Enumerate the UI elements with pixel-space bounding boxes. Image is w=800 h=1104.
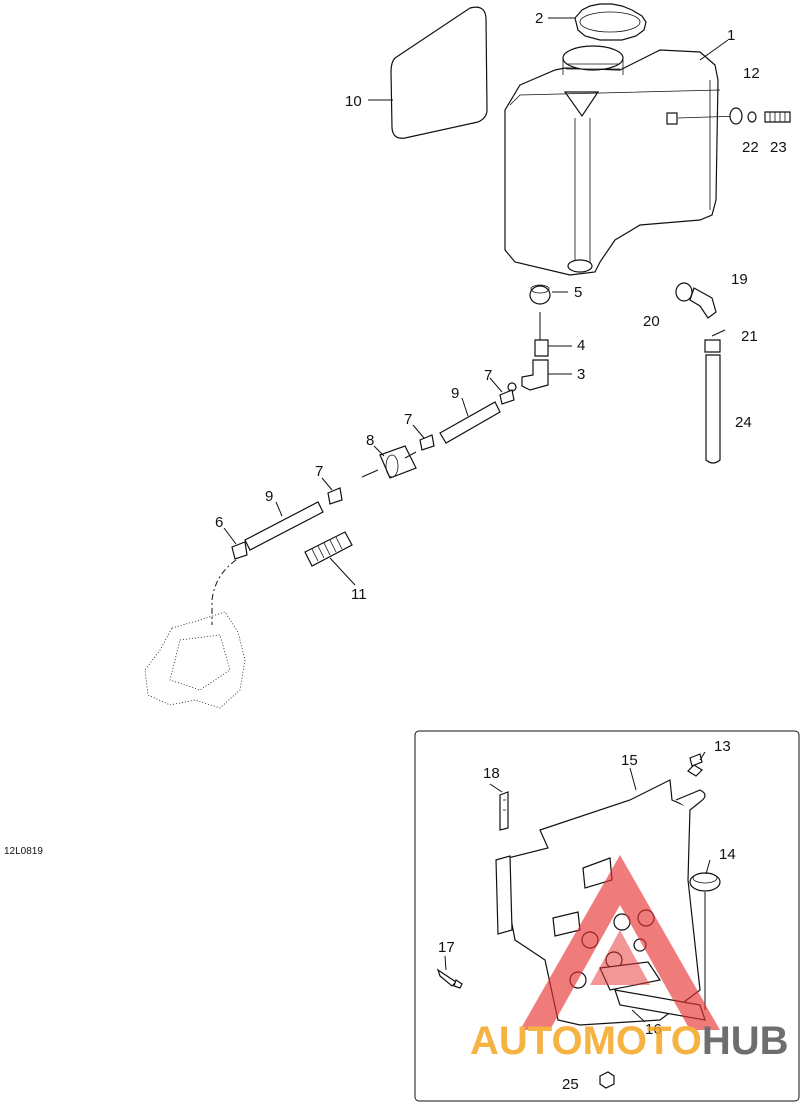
callout-24: 24 — [735, 414, 752, 431]
callout-2: 2 — [535, 10, 543, 27]
callout-3: 3 — [577, 366, 585, 383]
callout-7c: 7 — [315, 463, 323, 480]
callout-20: 20 — [643, 313, 660, 330]
part-22-23-hardware — [677, 107, 791, 125]
callout-16: 16 — [645, 1021, 662, 1038]
callout-7b: 7 — [404, 411, 412, 428]
reference-code: 12L0819 — [4, 846, 43, 857]
callout-15: 15 — [621, 752, 638, 769]
callout-22: 22 — [742, 139, 759, 156]
watermark-triangle — [520, 855, 720, 1030]
leader-lines — [223, 17, 729, 1023]
watermark-triangle-inner — [590, 930, 650, 985]
callout-25: 25 — [562, 1076, 579, 1093]
watermark-text: AUTOMOTOHUB — [470, 1019, 789, 1063]
part-14-grommet — [689, 872, 721, 1010]
callout-9a: 9 — [451, 385, 459, 402]
part-11-sleeve — [304, 531, 353, 567]
part-25-nut — [599, 1071, 615, 1089]
pump-assembly-outline — [144, 611, 246, 709]
watermark-text-part1: AUTOMOTO — [470, 1019, 702, 1063]
part-17-rivet — [436, 968, 463, 989]
callout-11: 11 — [351, 586, 367, 603]
callout-17: 17 — [438, 939, 455, 956]
callout-21: 21 — [741, 328, 758, 345]
part-5-grommet — [529, 284, 551, 305]
callout-10: 10 — [345, 93, 362, 110]
callout-12: 12 — [743, 65, 760, 82]
fuel-line — [231, 382, 517, 560]
callout-1: 1 — [727, 27, 735, 44]
part-18-clip — [499, 791, 509, 831]
callout-19: 19 — [731, 271, 748, 288]
inset-frame — [414, 730, 800, 1102]
callout-13: 13 — [714, 738, 731, 755]
connection-dashed-line — [211, 559, 237, 625]
callout-5: 5 — [574, 284, 582, 301]
callout-23: 23 — [770, 139, 787, 156]
watermark-text-part2: HUB — [702, 1019, 789, 1063]
callout-18: 18 — [483, 765, 500, 782]
callout-4: 4 — [577, 337, 585, 354]
watermark-logo: AUTOMOTOHUB — [470, 855, 789, 1063]
callout-8: 8 — [366, 432, 374, 449]
part-10-pad — [390, 6, 488, 139]
part-4-tube — [534, 312, 549, 357]
callout-14: 14 — [719, 846, 736, 863]
part-1-tank — [504, 45, 721, 276]
callout-6: 6 — [215, 514, 223, 531]
callout-labels: 1 2 3 4 5 6 7 7 7 8 9 9 10 11 12 13 14 1… — [215, 10, 787, 1093]
part-3-elbow — [521, 359, 549, 391]
vent-assembly — [675, 282, 721, 464]
part-13-screw — [687, 753, 703, 777]
part-2-cap — [574, 3, 647, 41]
callout-7a: 7 — [484, 367, 492, 384]
callout-9b: 9 — [265, 488, 273, 505]
